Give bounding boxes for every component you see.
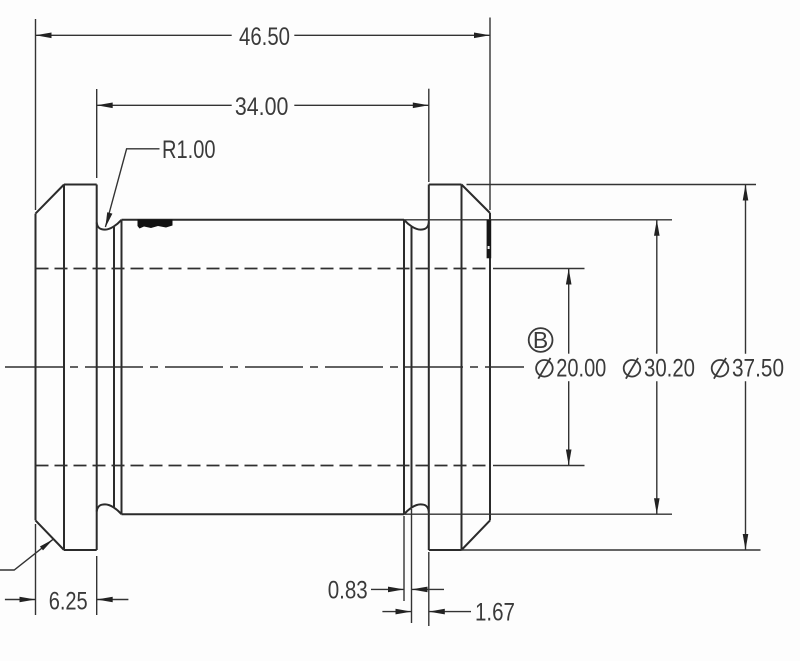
svg-text:30.20: 30.20 <box>644 355 695 383</box>
svg-text:46.50: 46.50 <box>239 23 290 51</box>
svg-text:1.67: 1.67 <box>475 599 515 627</box>
svg-text:0.83: 0.83 <box>328 576 368 604</box>
svg-text:B: B <box>533 327 548 353</box>
svg-text:6.25: 6.25 <box>49 588 88 616</box>
svg-text:R1.00: R1.00 <box>162 136 216 164</box>
svg-text:37.50: 37.50 <box>732 355 784 383</box>
svg-text:20.00: 20.00 <box>556 355 606 383</box>
svg-text:34.00: 34.00 <box>235 93 289 121</box>
